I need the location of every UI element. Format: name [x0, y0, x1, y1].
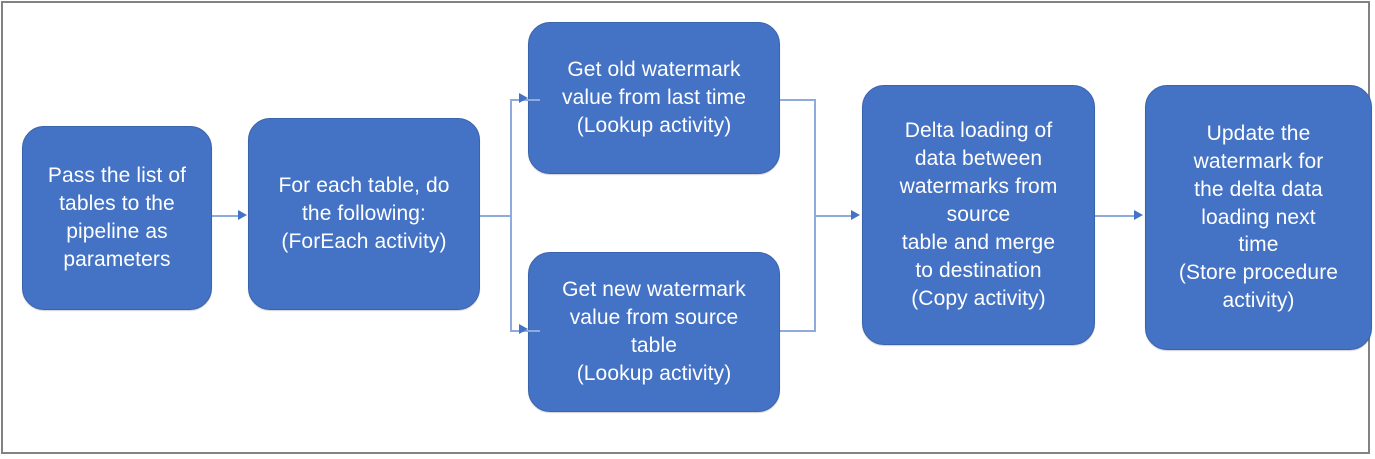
node-get-new-watermark-label: Get new watermark value from source tabl…	[562, 278, 746, 385]
node-get-new-watermark[interactable]: Get new watermark value from source tabl…	[528, 252, 780, 412]
node-get-old-watermark[interactable]: Get old watermark value from last time (…	[528, 22, 780, 174]
node-pass-tables[interactable]: Pass the list of tables to the pipeline …	[22, 126, 212, 310]
node-pass-tables-label: Pass the list of tables to the pipeline …	[47, 164, 187, 271]
node-for-each-table-label: For each table, do the following: (ForEa…	[278, 174, 450, 253]
node-delta-loading[interactable]: Delta loading of data between watermarks…	[862, 85, 1095, 345]
connector-pass-to-foreach-line	[212, 215, 240, 217]
node-for-each-table[interactable]: For each table, do the following: (ForEa…	[248, 118, 480, 310]
connector-foreach-split-riser	[510, 99, 512, 331]
connector-merge-to-delta-line	[814, 215, 854, 217]
connector-foreach-split-stem	[480, 215, 512, 217]
connector-new-watermark-to-merge-line	[780, 330, 816, 332]
connector-old-watermark-to-merge-line	[780, 99, 816, 101]
connector-foreach-to-old-watermark-arrowhead	[519, 93, 528, 103]
connector-foreach-to-new-watermark-arrowhead	[519, 324, 528, 334]
connector-merge-to-delta-arrowhead	[851, 210, 860, 220]
connector-pass-to-foreach-arrowhead	[238, 210, 247, 220]
node-update-watermark[interactable]: Update the watermark for the delta data …	[1145, 85, 1372, 350]
node-delta-loading-label: Delta loading of data between watermarks…	[899, 119, 1058, 310]
connector-delta-to-update-line	[1095, 215, 1137, 217]
node-update-watermark-label: Update the watermark for the delta data …	[1178, 121, 1339, 313]
connector-delta-to-update-arrowhead	[1134, 210, 1143, 220]
node-get-old-watermark-label: Get old watermark value from last time (…	[561, 58, 747, 137]
